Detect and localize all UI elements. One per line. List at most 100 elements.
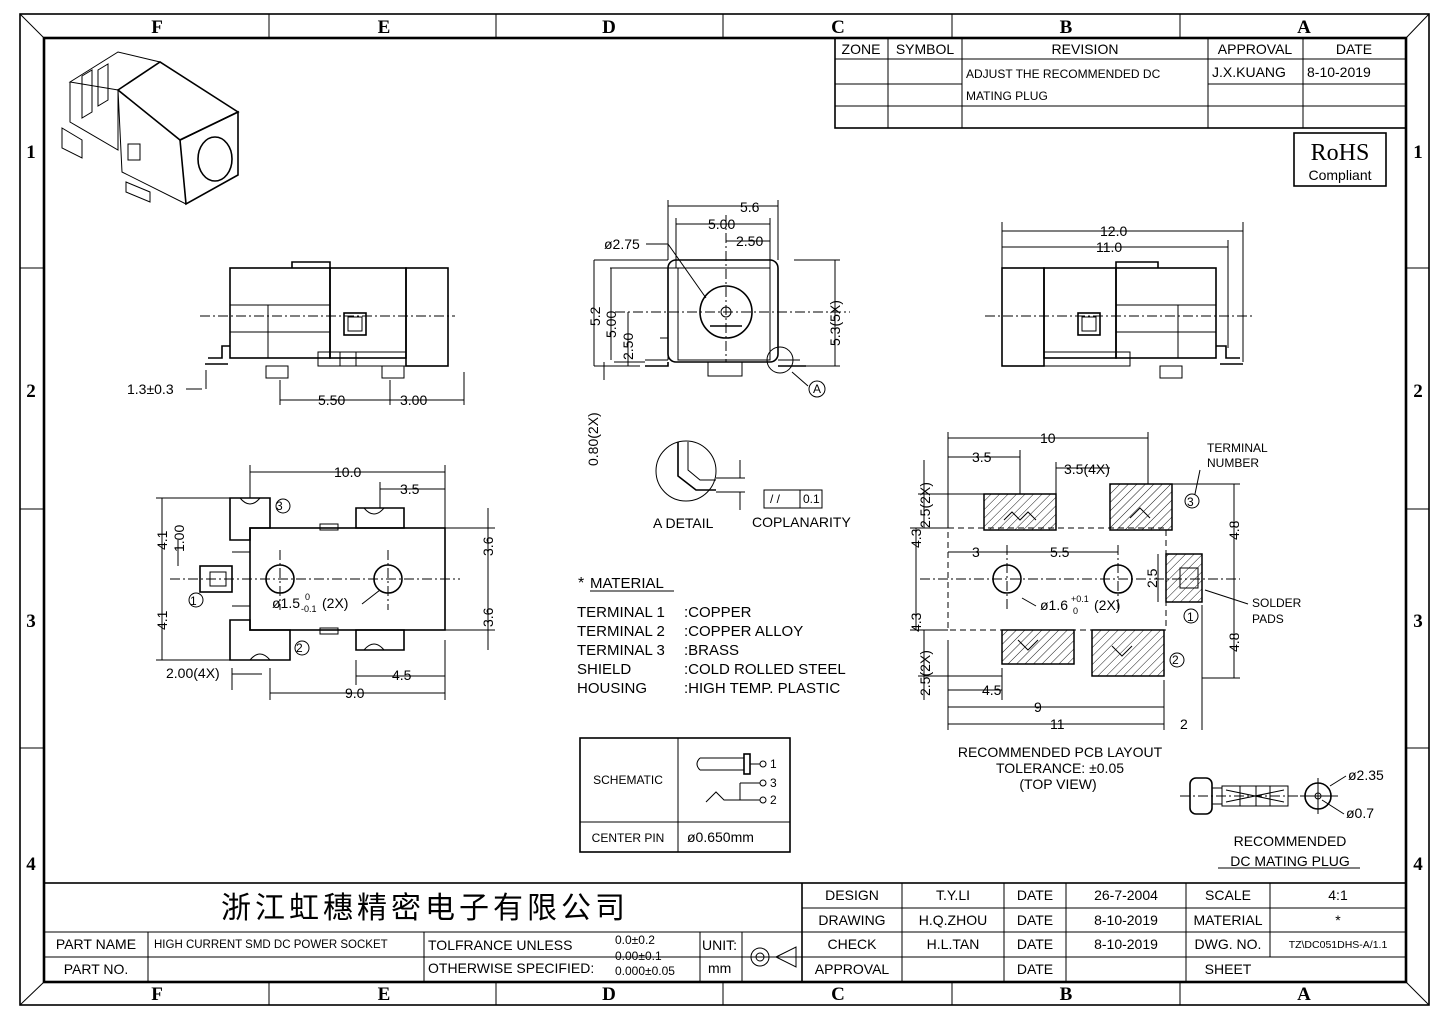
dim-top-8-sub: -0.1: [301, 604, 317, 614]
zone-col-label: D: [602, 984, 616, 1005]
schematic-label: SCHEMATIC: [593, 773, 663, 787]
tb-name: H.L.TAN: [927, 936, 980, 952]
material-part: TERMINAL 3: [577, 642, 665, 659]
dim-front-w1: 5.6: [740, 199, 760, 215]
pcb-terminal-2: 2: [1172, 653, 1179, 667]
schematic-pin-2: 2: [770, 793, 777, 807]
rev-approval: J.X.KUANG: [1212, 64, 1286, 80]
dim-pcb-4: 2.5(2X): [917, 482, 933, 528]
rohs-badge: RoHS Compliant: [1293, 132, 1387, 187]
tolerance-line1: TOLFRANCE UNLESS: [428, 937, 572, 953]
dim-top-8-sup: 0: [305, 592, 310, 602]
tb-date-label: DATE: [1017, 936, 1053, 952]
material-value: :COLD ROLLED STEEL: [684, 661, 846, 678]
zone-row-label: 2: [1413, 381, 1423, 402]
dim-front-h4: 5.3(5X): [827, 300, 843, 346]
detail-a: A DETAIL / / 0.1 COPLANARITY: [653, 440, 851, 531]
title-block: 浙江虹穗精密电子有限公司 PART NAME HIGH CURRENT SMD …: [43, 882, 1407, 983]
solder-pads-label: PADS: [1252, 612, 1284, 626]
tolerance-v3: 0.000±0.05: [615, 964, 675, 978]
tb-date-label: DATE: [1017, 961, 1053, 977]
dim-top-9: 2.00(4X): [166, 665, 220, 681]
dim-pcb-3: 3.5(4X): [1064, 461, 1110, 477]
detail-callout: A: [813, 382, 821, 396]
part-name-value: HIGH CURRENT SMD DC POWER SOCKET: [154, 939, 388, 951]
zone-col-label: E: [378, 17, 391, 38]
rev-text-line1: ADJUST THE RECOMMENDED DC: [966, 67, 1161, 81]
pcb-caption-1: RECOMMENDED PCB LAYOUT: [958, 744, 1163, 760]
rev-header-zone: ZONE: [842, 41, 881, 57]
rohs-title: RoHS: [1311, 140, 1370, 166]
dim-pcb-2: 3.5: [972, 449, 992, 465]
dim-top-8: ø1.5: [272, 595, 300, 611]
dim-pcb-13: 4.5: [982, 682, 1002, 698]
material-part: HOUSING: [577, 680, 647, 697]
coplanarity-label: COPLANARITY: [752, 514, 851, 530]
rev-header-approval: APPROVAL: [1218, 41, 1293, 57]
dim-pcb-11: 4.8: [1226, 632, 1242, 652]
dim-pcb-hole-sub: 0: [1073, 606, 1078, 616]
tb-value: *: [1335, 912, 1341, 928]
side-view-left: 1.3±0.3 5.50 3.00: [127, 261, 465, 408]
mating-plug: ø2.35 ø0.7 RECOMMENDED DC MATING PLUG: [1180, 767, 1384, 869]
dim-front-w3: 2.50: [736, 233, 763, 249]
tb-role: CHECK: [827, 936, 877, 952]
material-value: :HIGH TEMP. PLASTIC: [684, 680, 840, 697]
dim-pcb-12: 2.5(2X): [917, 650, 933, 696]
unit-label: UNIT:: [702, 937, 737, 953]
dim-top-8-suffix: (2X): [322, 595, 348, 611]
zone-col-label: B: [1060, 17, 1073, 38]
pcb-layout: 10 3.5 3.5(4X) 2.5(2X) 4.3 4.3 3 5.5 4.8…: [908, 430, 1302, 792]
zone-labels: F E D C B A F E D C B A 1 2 3 4 1 2 3 4: [26, 17, 1423, 1005]
dim-top-5: 4.1: [154, 610, 170, 630]
tb-date: 8-10-2019: [1094, 912, 1158, 928]
tb-value: TZ\DC051DHS-A/1.1: [1289, 939, 1388, 951]
tb-key: SHEET: [1205, 961, 1252, 977]
material-value: :COPPER ALLOY: [684, 623, 803, 640]
dim-side-r2: 11.0: [1096, 239, 1122, 255]
dim-pcb-10: 4.3: [908, 612, 924, 632]
plug-caption-2: DC MATING PLUG: [1230, 853, 1350, 869]
tb-date: 8-10-2019: [1094, 936, 1158, 952]
dim-top-6: 3.6: [480, 536, 496, 556]
dim-pcb-14: 9: [1034, 699, 1042, 715]
zone-dividers: [20, 14, 1429, 1005]
svg-text:*: *: [578, 575, 584, 592]
tb-value: 4:1: [1328, 887, 1348, 903]
part-name-label: PART NAME: [56, 936, 136, 952]
tb-key: SCALE: [1205, 887, 1251, 903]
dim-side-1: 1.3±0.3: [127, 381, 174, 397]
dim-side-2: 5.50: [318, 392, 345, 408]
zone-row-label: 4: [1413, 854, 1423, 875]
schematic-pin-3: 3: [770, 776, 777, 790]
material-part: TERMINAL 1: [577, 604, 665, 621]
dim-front-h5: 0.80(2X): [585, 412, 601, 466]
tolerance-v1: 0.0±0.2: [615, 933, 655, 947]
terminal-3-label: 3: [276, 499, 283, 513]
tb-role: APPROVAL: [815, 961, 890, 977]
solder-pads-label: SOLDER: [1252, 596, 1302, 610]
dim-pcb-1: 10: [1040, 430, 1056, 446]
terminal-number-label: TERMINAL: [1207, 441, 1268, 455]
dim-front-dia: ø2.75: [604, 236, 640, 252]
dim-top-2: 3.5: [400, 481, 420, 497]
center-pin-value: ø0.650mm: [687, 829, 754, 845]
rev-date: 8-10-2019: [1307, 64, 1371, 80]
zone-row-label: 2: [26, 381, 36, 402]
dim-top-11: 9.0: [345, 685, 365, 701]
tb-name: H.Q.ZHOU: [919, 912, 987, 928]
rev-header-symbol: SYMBOL: [896, 41, 955, 57]
rohs-subtitle: Compliant: [1308, 167, 1371, 183]
zone-col-label: A: [1297, 17, 1311, 38]
rev-text-line2: MATING PLUG: [966, 89, 1048, 103]
dim-top-4: 1.00: [171, 525, 187, 552]
material-part: SHIELD: [577, 661, 631, 678]
dim-pcb-6: 3: [972, 544, 980, 560]
dim-top-7: 3.6: [480, 607, 496, 627]
terminal-1-label: 1: [190, 594, 197, 608]
dim-pcb-5: 4.3: [908, 528, 924, 548]
schematic-pin-1: 1: [770, 757, 777, 771]
material-list: * MATERIAL TERMINAL 1 :COPPER TERMINAL 2…: [577, 575, 846, 697]
dim-front-h1: 5.2: [587, 306, 603, 326]
zone-row-label: 1: [26, 142, 36, 163]
